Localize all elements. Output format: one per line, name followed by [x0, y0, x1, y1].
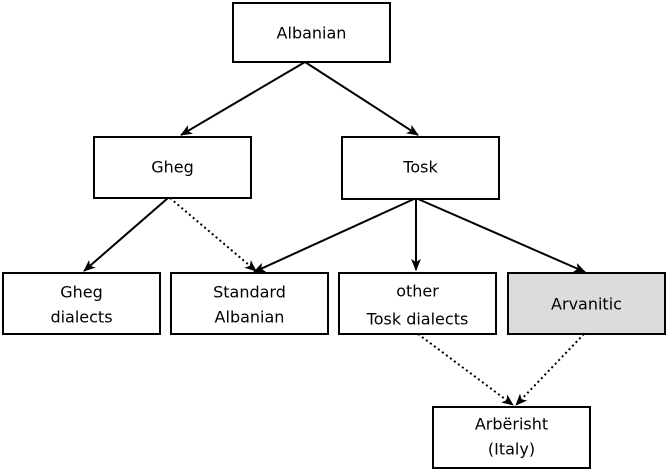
node-tosk-label: Tosk: [402, 158, 438, 177]
node-albanian-label: Albanian: [277, 24, 347, 43]
edge-albanian-tosk: [304, 61, 419, 136]
node-arberisht-italy-line-2: (Italy): [488, 440, 535, 459]
node-arvanitic-label: Arvanitic: [551, 295, 622, 314]
node-arberisht-italy-box: [432, 406, 591, 469]
edge-gheg-gheg-dialects: [83, 197, 169, 272]
node-albanian: Albanian: [232, 2, 391, 63]
node-arvanitic: Arvanitic: [507, 272, 666, 335]
node-standard-albanian-box: [170, 272, 329, 335]
edge-tosk-arvanitic: [417, 198, 586, 273]
node-standard-albanian-line-1: Standard: [213, 283, 286, 302]
node-gheg-box: [93, 136, 252, 199]
edge-tosk-standard-albanian: [253, 198, 415, 273]
edge-gheg-standard-albanian: [169, 197, 257, 272]
node-gheg-dialects-box: [2, 272, 161, 335]
node-albanian-box: [232, 2, 391, 63]
node-arberisht-italy: Arbërisht (Italy): [432, 406, 591, 469]
edges-layer: [83, 61, 586, 406]
node-gheg-dialects-line-1: Gheg: [60, 283, 103, 302]
node-arvanitic-box: [507, 272, 666, 335]
node-other-tosk-dialects-line-2: Tosk dialects: [366, 310, 469, 329]
node-gheg-label: Gheg: [151, 158, 194, 177]
node-gheg-dialects: Gheg dialects: [2, 272, 161, 335]
node-gheg-dialects-line-2: dialects: [50, 308, 112, 327]
edge-albanian-gheg: [180, 61, 306, 136]
node-standard-albanian-line-2: Albanian: [215, 308, 285, 327]
node-tosk-box: [341, 136, 500, 200]
edge-other-tosk-arberisht: [417, 333, 514, 406]
node-other-tosk-dialects-box: [338, 272, 497, 335]
node-tosk: Tosk: [341, 136, 500, 200]
node-arberisht-italy-line-1: Arbërisht: [475, 415, 548, 434]
node-other-tosk-dialects-line-1: other: [396, 282, 439, 301]
edge-arvanitic-arberisht: [515, 333, 585, 406]
node-other-tosk-dialects: other Tosk dialects: [338, 272, 497, 335]
node-gheg: Gheg: [93, 136, 252, 199]
node-standard-albanian: Standard Albanian: [170, 272, 329, 335]
